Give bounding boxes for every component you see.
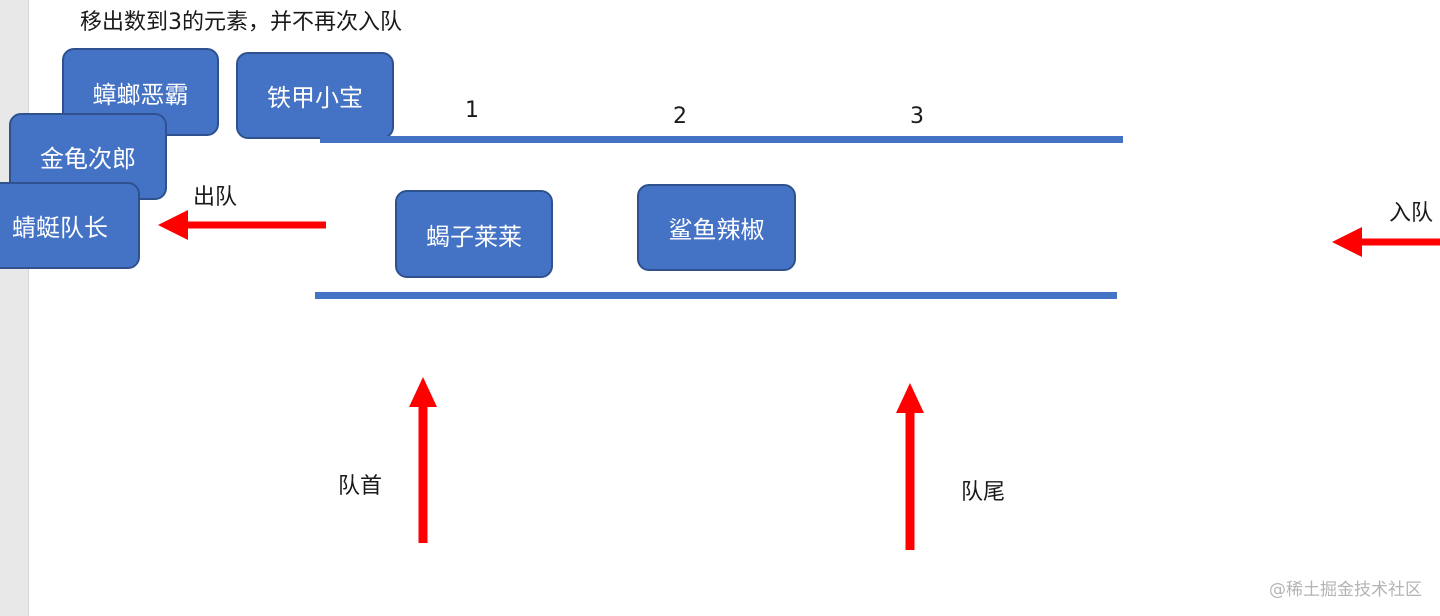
watermark: @稀土掘金技术社区	[1269, 580, 1422, 600]
head-label: 队首	[338, 474, 383, 499]
removed-node-4: 蜻蜓队长	[0, 182, 140, 269]
queue-node-1: 蝎子莱莱	[395, 190, 553, 278]
dequeue-arrow	[158, 210, 326, 240]
tail-label: 队尾	[961, 480, 1006, 505]
queue-node-2: 鲨鱼辣椒	[637, 184, 796, 271]
enqueue-label: 入队	[1389, 201, 1434, 226]
queue-top-line	[320, 136, 1123, 143]
caption: 移出数到3的元素，并不再次入队	[80, 10, 402, 35]
queue-bottom-line	[315, 292, 1117, 299]
head-arrow	[409, 377, 437, 543]
enqueue-arrow	[1332, 227, 1440, 257]
slot-number-3: 3	[910, 104, 924, 129]
dequeue-label: 出队	[193, 185, 238, 210]
slot-number-1: 1	[465, 98, 479, 123]
slot-number-2: 2	[673, 104, 687, 129]
removed-node-2: 铁甲小宝	[236, 52, 394, 139]
left-margin	[0, 0, 29, 616]
tail-arrow	[896, 383, 924, 550]
